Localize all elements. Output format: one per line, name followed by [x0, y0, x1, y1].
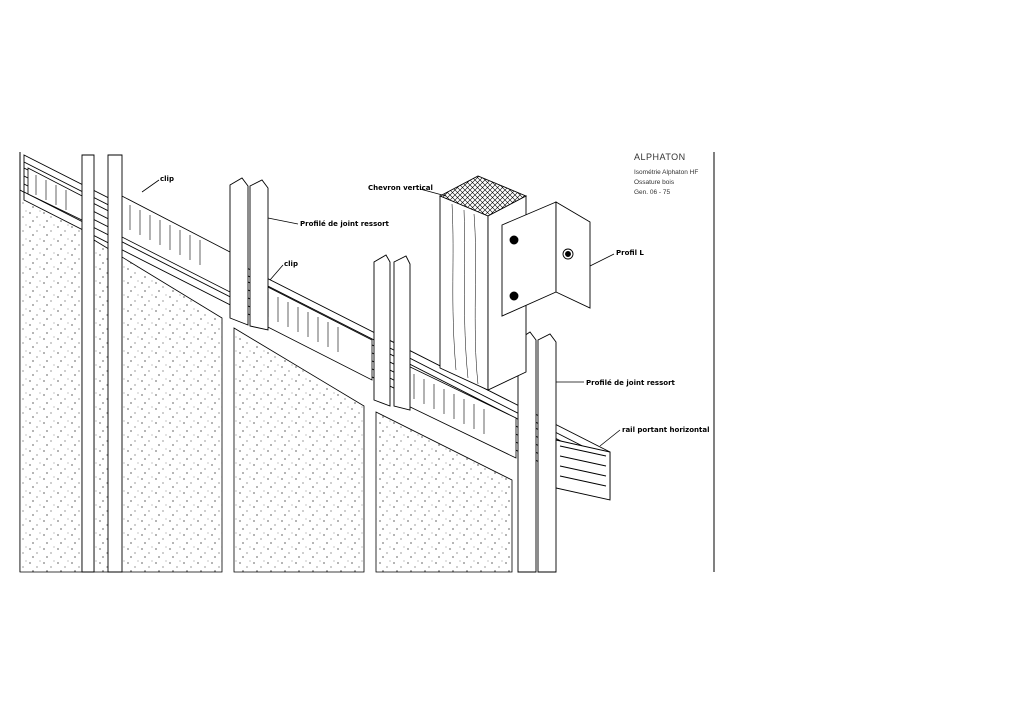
leader-lines [141, 179, 621, 447]
title-line-1: Isométrie Alphaton HF [634, 169, 699, 176]
clip-brackets [27, 167, 517, 459]
chevron-left-face [439, 195, 489, 391]
panel-1 [19, 189, 83, 573]
label-profil-l: Profil L [616, 249, 644, 257]
joint-profiles [81, 154, 557, 573]
title-brand: ALPHATON [634, 152, 686, 162]
label-joint-1: Profilé de joint ressort [300, 220, 390, 228]
title-line-2: Ossature bois [634, 179, 675, 186]
title-line-3: Gen. 06 - 75 [634, 189, 671, 196]
cladding-panels [19, 189, 513, 573]
label-rail: rail portant horizontal [622, 426, 710, 434]
label-chevron: Chevron vertical [368, 184, 433, 192]
label-clip-2: clip [284, 260, 298, 268]
rail-end-profile [555, 439, 611, 501]
profil-l-bracket [501, 201, 591, 317]
panel-3 [233, 327, 365, 573]
label-joint-2: Profilé de joint ressort [586, 379, 676, 387]
label-clip-1: clip [160, 175, 174, 183]
panel-4 [375, 411, 513, 573]
